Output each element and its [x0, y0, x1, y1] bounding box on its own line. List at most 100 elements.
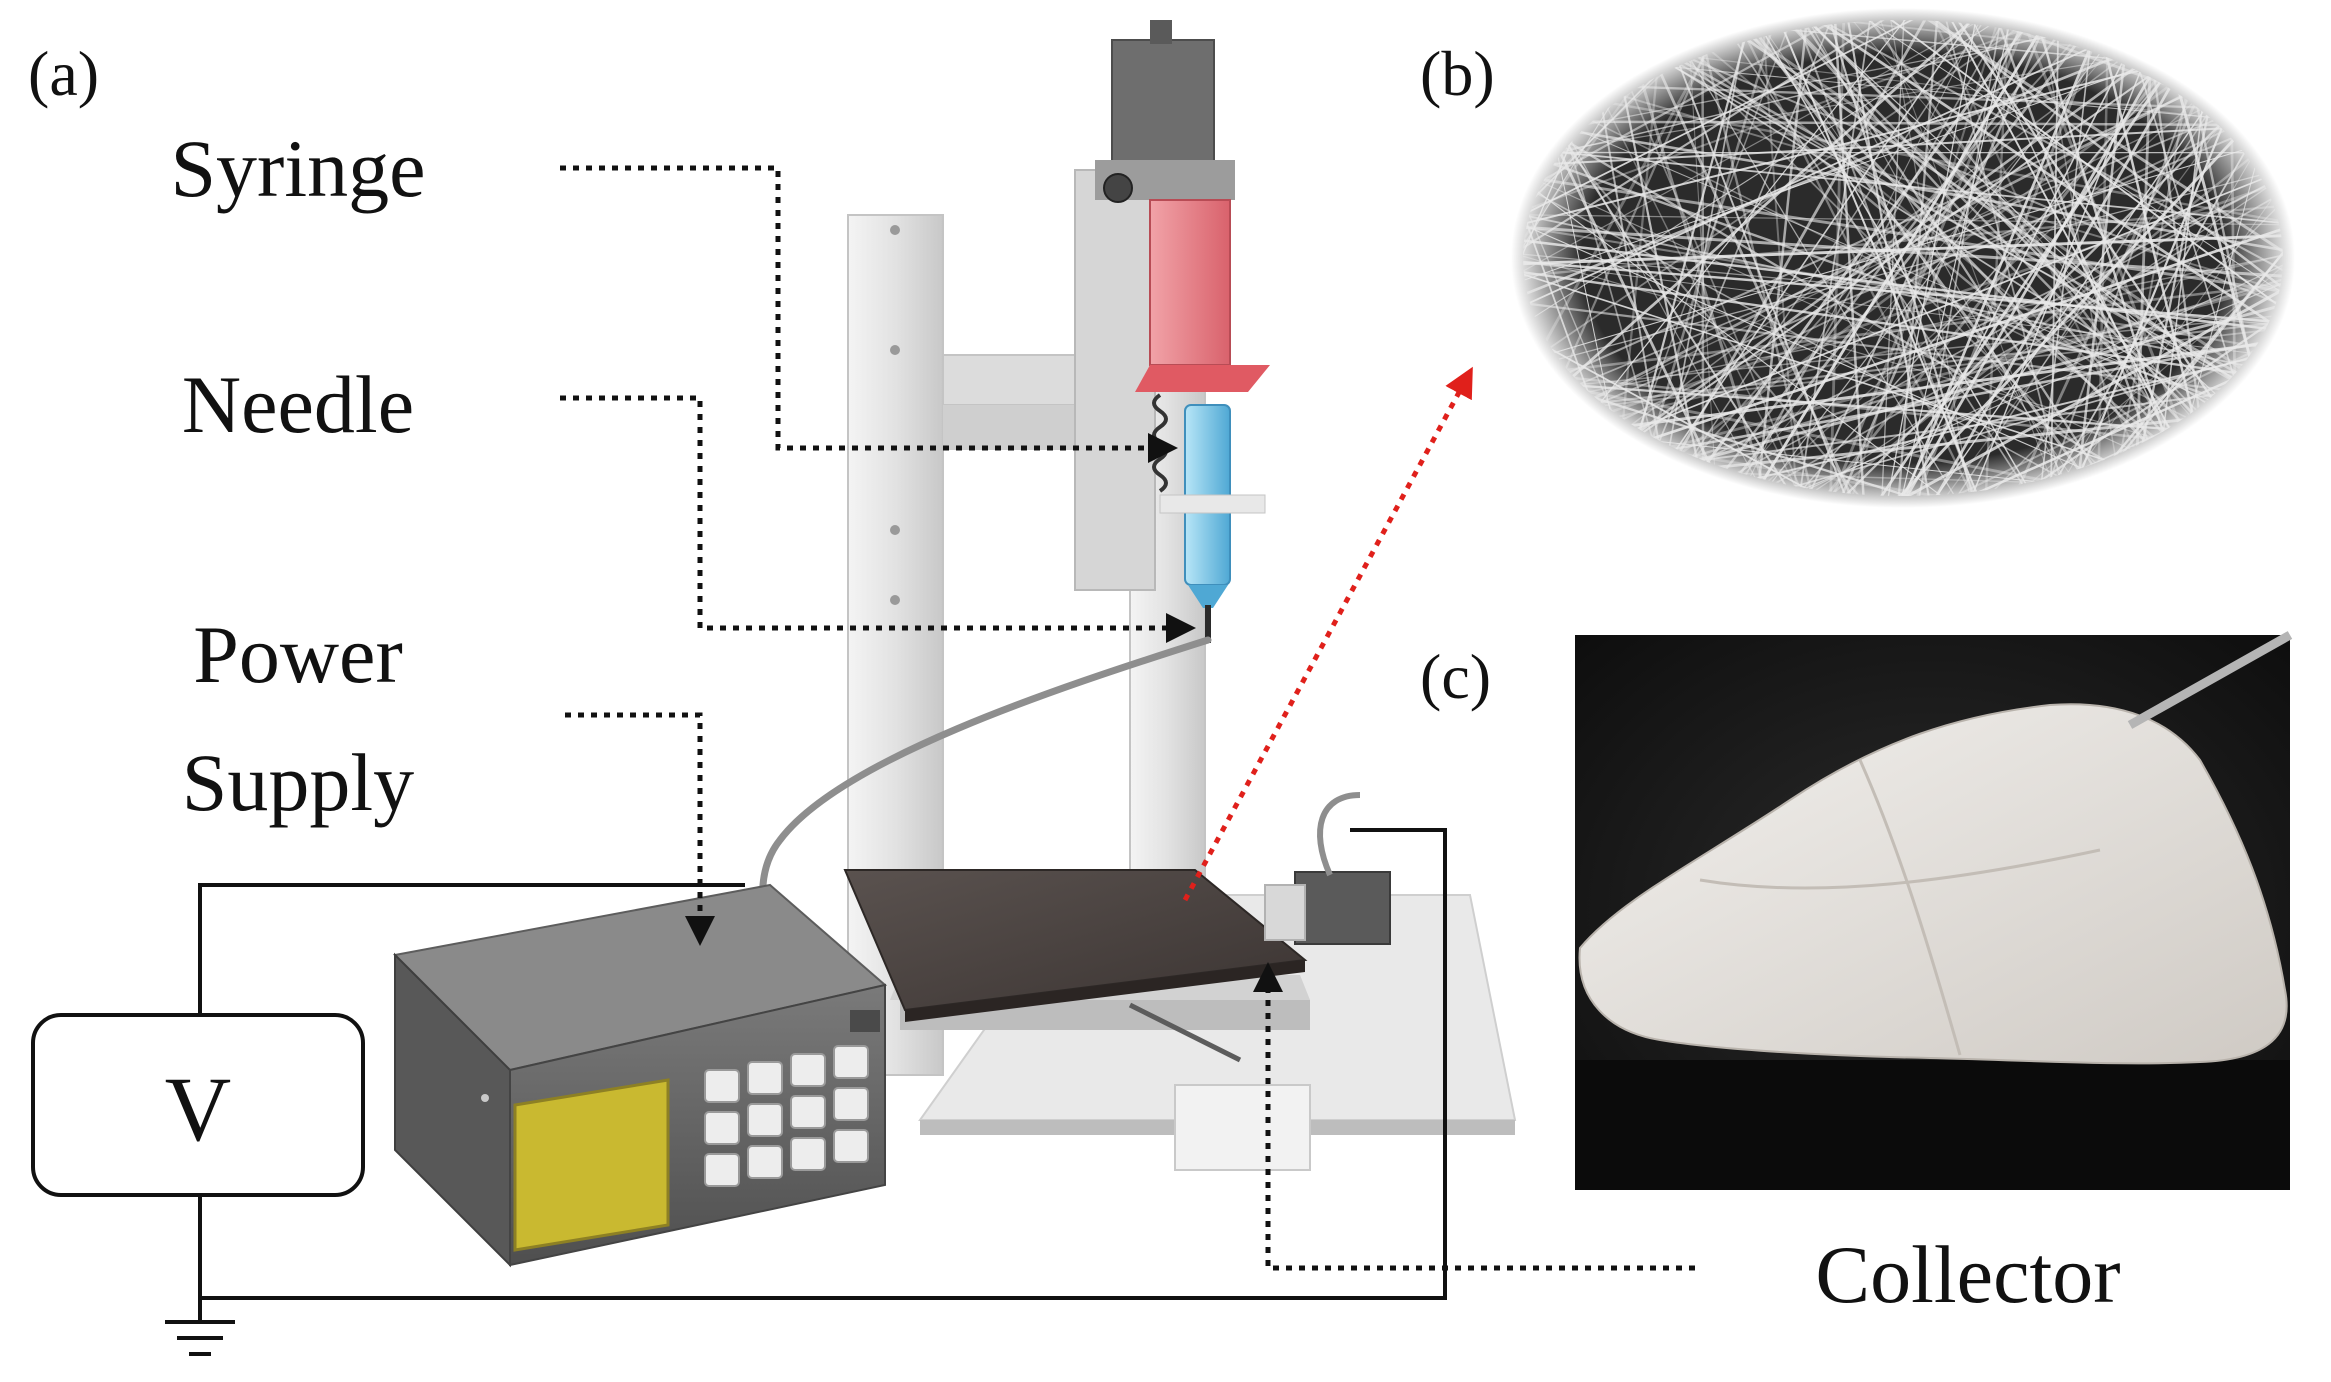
fiber-strand [1523, 20, 2228, 496]
fiber-strand [1607, 20, 2283, 496]
fiber-strand [1523, 20, 2283, 496]
fiber-strand [1523, 117, 2283, 130]
fiber-strand [1537, 20, 1960, 496]
needle-callout-line [560, 395, 1196, 643]
fiber-strand [2117, 20, 2181, 496]
fiber-strand [1523, 54, 2283, 496]
fiber-strand [1844, 20, 2149, 496]
fiber-strand [1523, 20, 2105, 496]
fiber-strand [1523, 20, 2283, 496]
fiber-strand [1523, 102, 2283, 496]
fiber-strand [1698, 20, 2002, 496]
fiber-strand [1523, 20, 2283, 387]
fiber-strand [1866, 20, 2283, 496]
fiber-strand [1523, 176, 2283, 496]
fiber-strand [1523, 20, 2283, 496]
fiber-strand [1523, 202, 2283, 373]
fiber-strand [1523, 206, 2283, 496]
fiber-strand [1523, 153, 2283, 368]
power-supply-display [513, 1078, 670, 1252]
fiber-strand [1523, 201, 2283, 419]
fiber-strand [1523, 44, 2283, 496]
fiber-strand [2067, 20, 2283, 496]
voltage-source-box [31, 1013, 365, 1197]
nanofiber-mat-photo [1575, 631, 2293, 1190]
fiber-strand [1523, 76, 2283, 145]
fiber-strand [1523, 94, 2283, 366]
fiber-strand [1523, 20, 2283, 496]
fiber-strand [1695, 20, 1961, 496]
voltage-source-label: V [165, 1058, 231, 1160]
fiber-strand [1559, 20, 2283, 496]
syringe-carriage [1074, 169, 1156, 591]
fiber-strand [1592, 20, 2283, 496]
fiber-strand [1523, 20, 2283, 466]
fiber-strand [1646, 20, 2283, 496]
fiber-strand [1523, 20, 2283, 496]
fiber-strand [1523, 97, 2283, 274]
pump-motor [1111, 39, 1215, 171]
fiber-strand [1523, 20, 2283, 140]
fiber-strand [1558, 20, 1882, 496]
fiber-strand [1523, 20, 2283, 496]
fiber-strand [1534, 20, 2278, 496]
fiber-strand [1523, 20, 1845, 496]
fiber-strand [1802, 20, 1913, 496]
power-supply-label-line2: Supply [182, 737, 414, 828]
fiber-strand [2020, 20, 2219, 496]
fiber-mat [1578, 703, 2288, 1065]
fiber-strand [1523, 20, 2274, 496]
fiber-strand [1978, 20, 2283, 496]
fiber-strand [1632, 20, 2283, 496]
apparatus-illustration [31, 20, 1695, 1356]
fiber-strand [1523, 20, 2283, 496]
fiber-strand [1523, 47, 2283, 496]
power-supply-unit [392, 883, 888, 1268]
fiber-strand [1523, 20, 2181, 496]
fiber-strand [1672, 20, 2283, 496]
fiber-strand [1523, 20, 2283, 496]
fiber-strand [1949, 20, 2036, 496]
fiber-strand [1523, 145, 2283, 494]
fiber-strand [1523, 20, 2283, 496]
fiber-strand [1523, 103, 2283, 496]
fiber-strand [1523, 20, 2283, 496]
fiber-strand [2084, 20, 2125, 496]
ground-icon [165, 1298, 235, 1356]
syringe-callout-line [560, 165, 1178, 463]
zoom-arrow [1182, 366, 1473, 902]
fiber-strand [1523, 20, 2283, 496]
fiber-strand [1523, 20, 2283, 496]
fiber-strand [1523, 20, 2283, 496]
needle-label: Needle [182, 359, 414, 450]
fiber-strand [1639, 20, 2283, 496]
fiber-strand [1523, 20, 2199, 496]
fiber-strand [1545, 20, 1724, 496]
fiber-strand [1523, 20, 2234, 496]
fiber-strand [1841, 20, 1988, 496]
fiber-strand [1675, 20, 1863, 496]
fiber-strand [1523, 32, 2283, 347]
fiber-strand [1523, 20, 2283, 496]
fiber-strand [1523, 376, 2283, 496]
fiber-strand [1523, 130, 2283, 496]
panel-label-c: (c) [1420, 641, 1491, 712]
panel-label-a: (a) [28, 38, 99, 109]
fiber-strand [1821, 20, 2257, 496]
fiber-strand [1831, 20, 2283, 496]
fiber-strand [1523, 20, 2283, 496]
fiber-strand [1523, 346, 2283, 482]
fiber-strand [1523, 20, 2283, 496]
power-supply-callout-line [565, 712, 715, 946]
fiber-strand [1853, 20, 1938, 496]
fiber-strand [1795, 20, 2091, 496]
fiber-strand [1523, 258, 2283, 437]
fiber-strand [1940, 20, 2283, 496]
fiber-strand [1523, 20, 2216, 496]
collector-callout-line [1253, 962, 1695, 1271]
fiber-strand [1666, 20, 2195, 496]
fiber-strand [1523, 20, 2283, 496]
collector-label: Collector [1815, 1229, 2120, 1320]
fiber-strand [1745, 20, 2283, 496]
